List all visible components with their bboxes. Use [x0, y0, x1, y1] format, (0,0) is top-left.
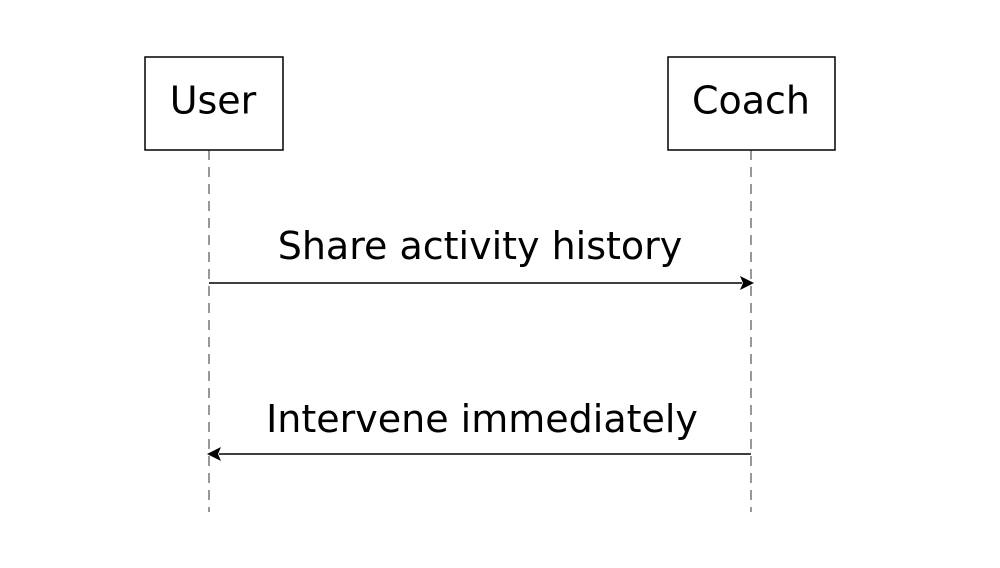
participant-user: User: [144, 56, 284, 151]
participant-coach: Coach: [667, 56, 836, 151]
participant-user-box: [144, 56, 284, 151]
participant-user-label: User: [170, 79, 257, 123]
message-1-arrowhead: [740, 276, 754, 290]
participant-coach-label: Coach: [692, 79, 810, 123]
message-share-activity-history: Share activity history: [209, 224, 754, 290]
message-2-label: Intervene immediately: [266, 397, 698, 441]
message-1-label: Share activity history: [278, 224, 683, 268]
participant-coach-box: [667, 56, 836, 151]
message-intervene-immediately: Intervene immediately: [207, 397, 751, 461]
message-2-arrowhead: [207, 447, 221, 461]
